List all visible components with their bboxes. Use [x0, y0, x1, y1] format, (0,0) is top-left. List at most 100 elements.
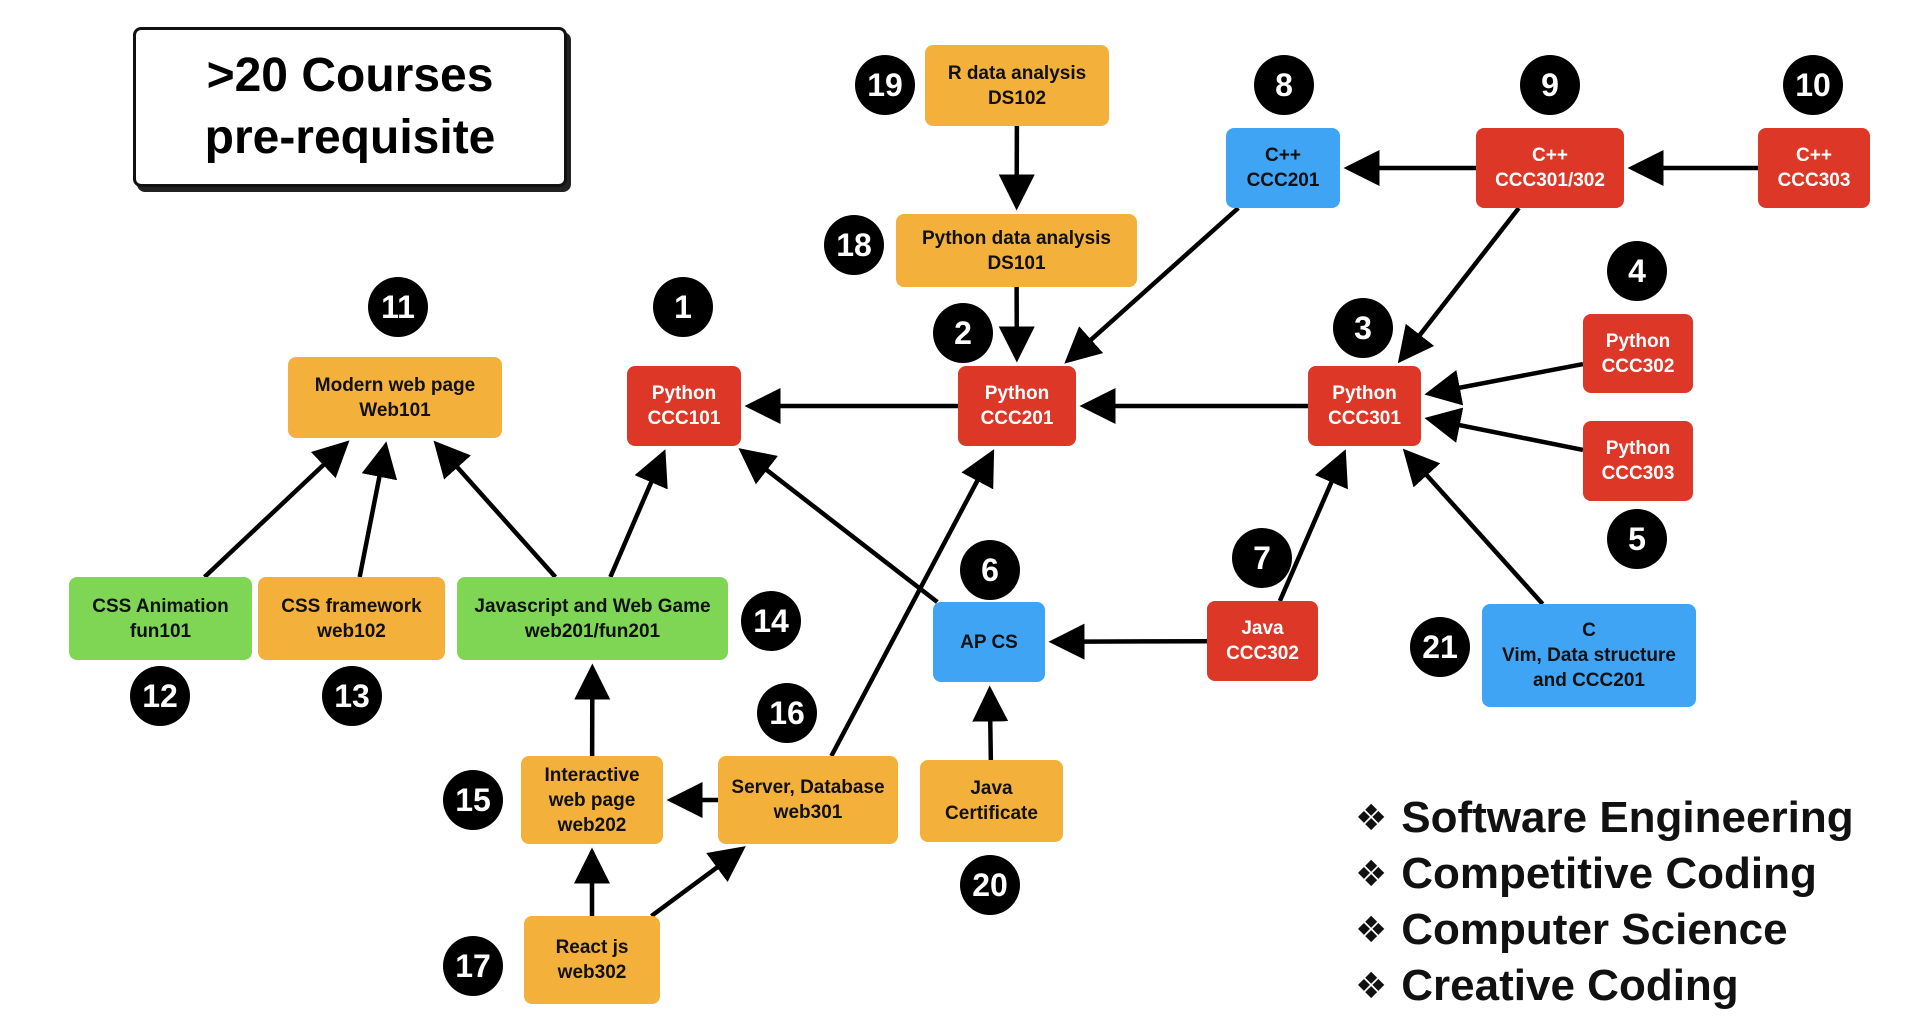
course-node-label: web302 — [557, 962, 627, 983]
course-node-cpp-ccc201: C++ CCC201 — [1226, 128, 1340, 208]
number-badge: 11 — [368, 277, 428, 337]
course-node-fun101: CSS Animation fun101 — [69, 577, 252, 660]
course-node-label: CCC302 — [1601, 355, 1675, 377]
course-node-label: Python — [651, 383, 717, 404]
number-badge: 17 — [443, 936, 503, 996]
arrow-python-ccc302-to-python-ccc301 — [1424, 361, 1584, 406]
arrow-web102-to-web101 — [357, 441, 398, 578]
number-badge: 20 — [960, 855, 1020, 915]
course-node-label: C++ — [1796, 145, 1832, 166]
course-node-label: CCC301/302 — [1495, 170, 1605, 191]
course-node-web202: Interactive web page web202 — [521, 756, 663, 844]
course-node-label: CCC302 — [1226, 643, 1299, 664]
course-node-web102: CSS framework web102 — [258, 577, 445, 660]
arrow-cpp-ccc201-to-python-ccc201 — [1064, 206, 1240, 364]
number-badge: 19 — [855, 55, 915, 115]
number-badge: 8 — [1254, 55, 1314, 115]
arrow-web301-to-python-ccc201 — [829, 449, 995, 758]
legend-item: ❖ Creative Coding — [1355, 958, 1854, 1014]
legend: ❖ Software Engineering ❖ Competitive Cod… — [1355, 790, 1854, 1014]
number-badge: 18 — [824, 215, 884, 275]
number-badge: 15 — [443, 770, 503, 830]
course-node-label: Java — [1241, 618, 1284, 639]
arrow-web302-to-web301 — [650, 846, 746, 918]
course-node-label: Python — [1332, 383, 1397, 404]
number-badge: 1 — [653, 277, 713, 337]
course-node-label: Certificate — [945, 803, 1038, 824]
course-node-ap-cs: AP CS — [933, 602, 1045, 682]
number-badge: 4 — [1607, 241, 1667, 301]
number-badge: 21 — [1410, 617, 1470, 677]
arrow-java-ccc302-to-python-ccc301 — [1277, 449, 1348, 602]
course-node-label: Server, Database — [731, 777, 885, 798]
course-node-cpp-ccc303: C++ CCC303 — [1758, 128, 1870, 208]
arrow-python-ccc303-to-python-ccc301 — [1424, 407, 1584, 453]
course-node-label: Javascript and Web Game — [474, 595, 711, 617]
number-badge: 12 — [130, 666, 190, 726]
course-node-web301: Server, Database web301 — [718, 756, 898, 844]
course-node-label: web102 — [317, 620, 386, 642]
course-node-label: CCC101 — [647, 408, 721, 429]
course-node-label: Python — [1605, 438, 1671, 459]
number-badge: 9 — [1520, 55, 1580, 115]
course-node-label: R data analysis — [947, 62, 1087, 84]
course-node-label: CCC303 — [1601, 463, 1675, 484]
course-node-label: AP CS — [960, 631, 1018, 653]
number-badge: 10 — [1783, 55, 1843, 115]
arrow-ap-cs-to-python-ccc101 — [738, 448, 939, 604]
diamond-bullet-icon: ❖ — [1355, 965, 1388, 1006]
course-node-label: fun101 — [129, 620, 192, 642]
course-node-label: web301 — [773, 802, 843, 823]
course-node-label: Python — [984, 383, 1050, 404]
title-line-1: >20 Courses — [206, 49, 494, 102]
course-node-label: web page — [548, 789, 636, 811]
course-node-label: web202 — [557, 814, 627, 836]
course-node-web302: React js web302 — [524, 916, 660, 1004]
arrow-c-vim-to-python-ccc301 — [1402, 448, 1545, 606]
legend-item: ❖ Competitive Coding — [1355, 846, 1854, 902]
course-node-label: C++ — [1532, 145, 1568, 166]
legend-item: ❖ Software Engineering — [1355, 790, 1854, 846]
number-badge: 16 — [757, 683, 817, 743]
number-badge: 5 — [1607, 509, 1667, 569]
arrow-fun101-to-web101 — [202, 440, 350, 579]
diamond-bullet-icon: ❖ — [1355, 853, 1388, 894]
course-node-label: Interactive — [544, 764, 640, 786]
course-node-label: React js — [555, 937, 629, 958]
number-badge: 3 — [1333, 298, 1393, 358]
arrow-cpp-ccc301-302-to-python-ccc301 — [1397, 206, 1521, 364]
number-badge: 2 — [933, 303, 993, 363]
diamond-bullet-icon: ❖ — [1355, 797, 1388, 838]
title-box: >20 Courses pre-requisite — [133, 27, 567, 187]
number-badge: 6 — [960, 540, 1020, 600]
arrow-web201-fun201-to-python-ccc101 — [608, 449, 668, 578]
arrow-java-ccc302-to-ap-cs — [1048, 623, 1208, 660]
legend-label: Software Engineering — [1401, 793, 1854, 842]
number-badge: 14 — [741, 591, 801, 651]
course-node-label: CSS Animation — [92, 595, 229, 617]
title-line-2: pre-requisite — [204, 111, 496, 164]
course-node-label: C++ — [1265, 145, 1301, 166]
course-node-label: Python data analysis — [921, 227, 1111, 249]
course-node-label: Web101 — [359, 399, 431, 421]
course-node-label: CSS framework — [281, 595, 422, 617]
course-node-label: and CCC201 — [1533, 670, 1645, 691]
course-node-label: Modern web page — [314, 374, 476, 396]
course-node-label: CCC201 — [1246, 170, 1320, 191]
course-node-label: DS101 — [987, 252, 1046, 274]
course-node-label: CCC303 — [1777, 170, 1851, 191]
number-badge: 13 — [322, 666, 382, 726]
legend-item: ❖ Computer Science — [1355, 902, 1854, 958]
course-node-label: Vim, Data structure — [1502, 645, 1676, 666]
number-badge: 7 — [1232, 528, 1292, 588]
diamond-bullet-icon: ❖ — [1355, 909, 1388, 950]
